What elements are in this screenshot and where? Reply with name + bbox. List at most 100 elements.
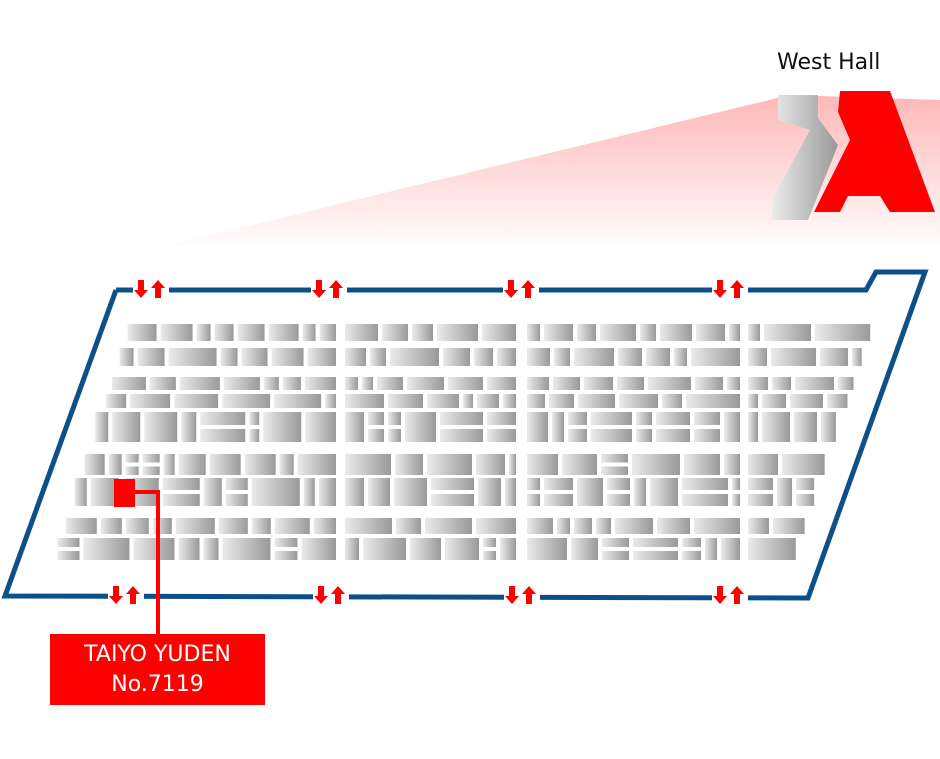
booth[interactable]: [222, 538, 271, 560]
booth[interactable]: [203, 478, 222, 506]
booth[interactable]: [796, 478, 815, 490]
booth[interactable]: [279, 454, 294, 475]
booth[interactable]: [772, 377, 791, 390]
booth[interactable]: [478, 478, 501, 506]
booth[interactable]: [721, 538, 740, 560]
booth[interactable]: [370, 348, 386, 366]
booth[interactable]: [771, 348, 816, 366]
booth[interactable]: [368, 412, 384, 425]
booth[interactable]: [577, 478, 603, 506]
booth[interactable]: [591, 412, 632, 425]
booth[interactable]: [160, 324, 193, 341]
booth[interactable]: [405, 412, 436, 442]
booth[interactable]: [178, 454, 206, 475]
booth[interactable]: [345, 324, 378, 341]
booth[interactable]: [682, 551, 701, 560]
booth[interactable]: [345, 348, 366, 366]
booth[interactable]: [412, 324, 433, 341]
booth[interactable]: [544, 324, 573, 341]
booth[interactable]: [500, 538, 516, 560]
booth[interactable]: [304, 377, 336, 390]
booth[interactable]: [601, 454, 628, 463]
booth[interactable]: [125, 454, 139, 463]
booth[interactable]: [724, 412, 740, 442]
booth[interactable]: [225, 478, 248, 490]
booth[interactable]: [313, 518, 336, 534]
booth[interactable]: [112, 412, 141, 442]
booth[interactable]: [443, 348, 470, 366]
booth[interactable]: [574, 348, 614, 366]
booth[interactable]: [163, 454, 175, 475]
booth[interactable]: [796, 494, 815, 506]
booth[interactable]: [440, 429, 483, 442]
booth[interactable]: [684, 454, 720, 475]
booth[interactable]: [777, 478, 792, 506]
booth[interactable]: [318, 478, 336, 506]
booth[interactable]: [474, 348, 493, 366]
booth[interactable]: [527, 394, 545, 408]
booth[interactable]: [249, 412, 260, 425]
booth[interactable]: [682, 478, 728, 490]
booth[interactable]: [83, 538, 130, 560]
booth[interactable]: [732, 494, 740, 506]
booth[interactable]: [827, 394, 848, 408]
booth[interactable]: [691, 348, 740, 366]
booth[interactable]: [437, 324, 478, 341]
booth[interactable]: [178, 538, 200, 560]
booth[interactable]: [431, 494, 474, 506]
booth[interactable]: [133, 538, 175, 560]
booth[interactable]: [557, 518, 570, 534]
booth[interactable]: [636, 412, 652, 425]
booth[interactable]: [505, 478, 516, 506]
booth[interactable]: [674, 348, 687, 366]
booth[interactable]: [162, 494, 200, 506]
booth[interactable]: [222, 394, 271, 408]
booth[interactable]: [263, 412, 302, 442]
booth[interactable]: [601, 466, 628, 476]
booth[interactable]: [562, 454, 597, 475]
booth[interactable]: [633, 538, 678, 547]
booth[interactable]: [634, 478, 646, 506]
booth[interactable]: [748, 324, 760, 341]
booth[interactable]: [241, 348, 268, 366]
booth[interactable]: [773, 518, 805, 534]
booth[interactable]: [407, 377, 444, 390]
booth[interactable]: [527, 538, 567, 560]
booth[interactable]: [152, 518, 172, 534]
booth[interactable]: [106, 394, 127, 408]
booth[interactable]: [395, 454, 423, 475]
booth[interactable]: [142, 454, 160, 463]
booth[interactable]: [111, 377, 146, 390]
booth[interactable]: [271, 348, 304, 366]
booth[interactable]: [852, 348, 862, 366]
booth[interactable]: [268, 324, 299, 341]
booth[interactable]: [607, 494, 630, 506]
booth[interactable]: [251, 518, 271, 534]
booth[interactable]: [727, 377, 740, 390]
booth[interactable]: [596, 518, 611, 534]
booth[interactable]: [137, 348, 165, 366]
booth[interactable]: [130, 394, 171, 408]
booth[interactable]: [584, 377, 613, 390]
booth[interactable]: [431, 478, 474, 490]
booth[interactable]: [577, 324, 596, 341]
booth[interactable]: [382, 324, 408, 341]
booth[interactable]: [748, 412, 758, 442]
booth[interactable]: [390, 348, 439, 366]
booth[interactable]: [686, 394, 740, 408]
booth[interactable]: [119, 348, 134, 366]
booth[interactable]: [125, 466, 139, 476]
booth[interactable]: [345, 518, 392, 534]
booth[interactable]: [821, 412, 836, 442]
booth[interactable]: [65, 518, 97, 534]
booth[interactable]: [656, 412, 690, 425]
booth[interactable]: [568, 429, 587, 442]
booth[interactable]: [607, 478, 630, 490]
booth[interactable]: [440, 412, 483, 425]
booth[interactable]: [179, 377, 220, 390]
booth[interactable]: [527, 494, 540, 506]
booth[interactable]: [368, 478, 390, 506]
booth[interactable]: [427, 454, 472, 475]
booth[interactable]: [527, 518, 553, 534]
booth[interactable]: [445, 538, 479, 560]
